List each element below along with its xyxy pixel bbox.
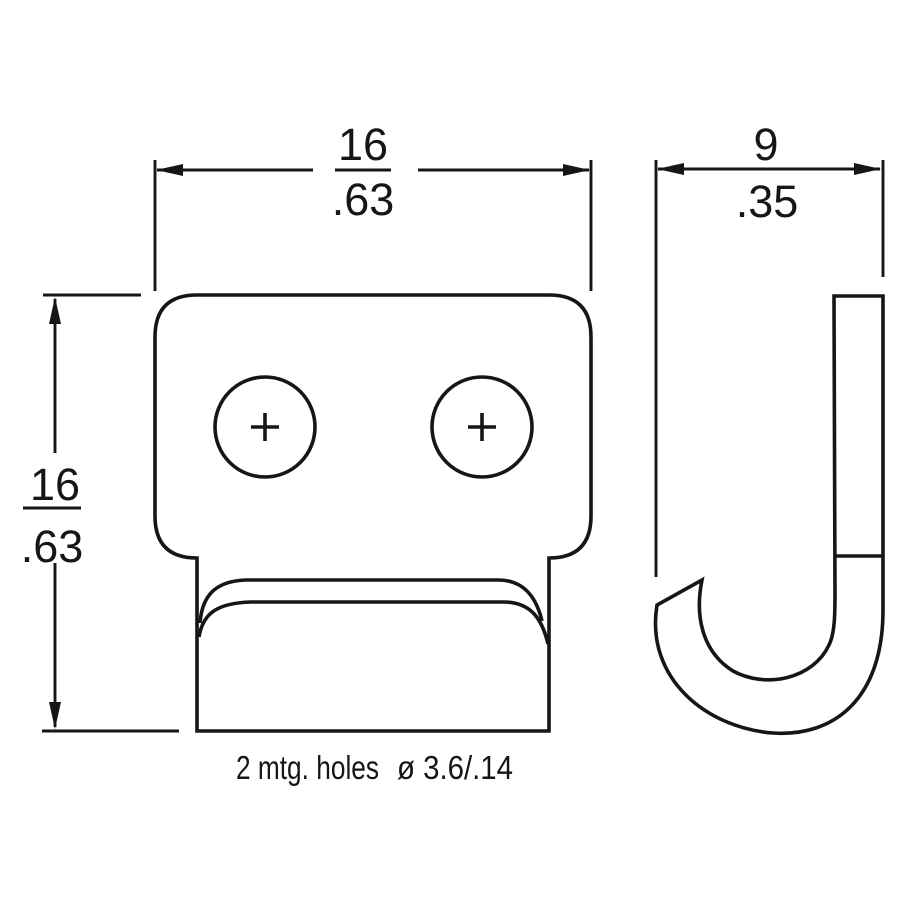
hole-center-cross-left <box>251 413 279 441</box>
note-diameter-spec: ø 3.6/.14 <box>397 749 513 786</box>
drawing-note: 2 mtg. holes ø 3.6/.14 <box>236 749 513 786</box>
height-dim-inch-label: .63 <box>21 521 84 572</box>
hole-center-cross-right <box>468 413 496 441</box>
front-view <box>153 293 593 733</box>
mounting-hole-right <box>430 375 534 479</box>
depth-arrow-right <box>854 163 881 175</box>
width-arrow-right <box>563 164 590 176</box>
hook-bend-line-upper <box>198 578 544 624</box>
width-arrow-left <box>156 164 183 176</box>
mounting-hole-left <box>213 375 317 479</box>
side-profile-outline <box>653 294 885 736</box>
front-plate-outline <box>153 293 593 733</box>
side-view <box>653 294 885 736</box>
width-dim-inch-label: .63 <box>332 174 395 225</box>
depth-dim-inch-label: .35 <box>736 176 799 227</box>
dimension-labels: 16 .63 16 .63 9 .35 <box>21 119 799 572</box>
height-dim-mm-label: 16 <box>30 459 80 510</box>
dimension-lines <box>23 160 885 733</box>
height-arrow-down <box>49 702 61 729</box>
height-arrow-up <box>49 297 61 324</box>
width-dim-mm-label: 16 <box>338 119 388 170</box>
height-dimension-line <box>23 299 81 727</box>
depth-arrow-left <box>657 163 684 175</box>
dimension-arrowheads <box>49 163 881 729</box>
hook-bend-line-lower <box>197 600 550 645</box>
depth-dim-mm-label: 9 <box>753 119 778 170</box>
note-holes-label: 2 mtg. holes <box>236 749 379 786</box>
